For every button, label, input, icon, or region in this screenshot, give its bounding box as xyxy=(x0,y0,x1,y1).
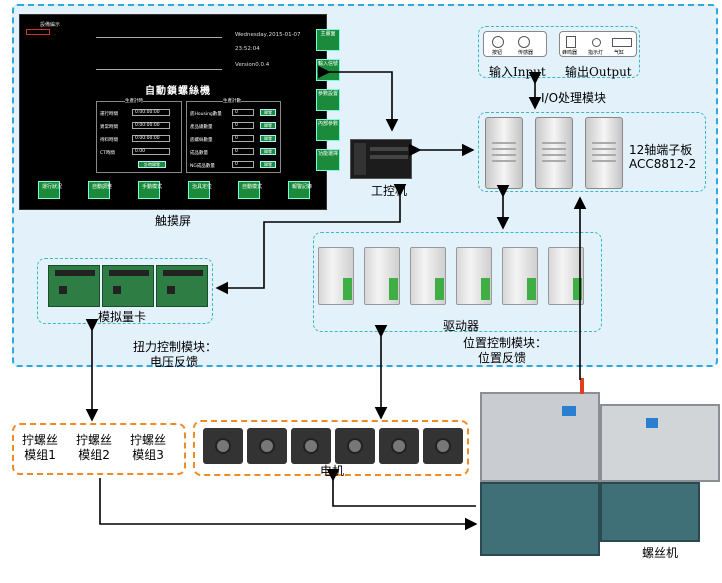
screw-module-3: 拧螺丝 模组3 xyxy=(130,433,167,462)
io-module-label: I/O处理模块 xyxy=(541,91,607,105)
analog-card-label: 模拟量卡 xyxy=(98,310,147,324)
reset-timer-button[interactable]: 計時歸零 xyxy=(138,161,166,168)
bottom-menu-button[interactable] xyxy=(138,181,160,199)
output-item: 气缸 xyxy=(614,50,625,56)
timing-row-label: CT時間 xyxy=(100,151,115,156)
screen-time: 23:52:04 xyxy=(235,46,260,52)
counting-panel-title: 生產計數 xyxy=(223,98,241,104)
board-label-line1: 12轴端子板 xyxy=(629,143,693,157)
timing-row-value: 0:00:00:00 xyxy=(132,109,170,116)
timing-panel-title: 生產計時 xyxy=(125,98,143,104)
input-devices-panel: 按钮 传感器 xyxy=(483,31,547,57)
torque-control-label-2: 电压反馈 xyxy=(150,355,199,369)
side-menu-button[interactable]: 主畫面 xyxy=(316,29,340,51)
timing-row-value: 0.00 xyxy=(132,148,170,155)
torque-control-label-1: 扭力控制模块： xyxy=(133,340,218,354)
count-row-label: NG成品數量 xyxy=(190,164,215,169)
bottom-menu-label: 手動模式 xyxy=(142,184,163,190)
output-item: 指示灯 xyxy=(588,50,604,56)
timing-panel: 生產計時 xyxy=(96,98,182,173)
count-row-value: 0 xyxy=(232,122,254,129)
timing-row-label: 異常時間 xyxy=(100,125,118,130)
terminal-board-box: 12轴端子板 ACC8812-2 xyxy=(478,112,706,192)
arrow-modules-machine xyxy=(99,478,478,531)
analog-card-box xyxy=(37,258,213,324)
input-item: 按钮 xyxy=(492,50,503,56)
count-row-value: 0 xyxy=(232,161,254,168)
input-item: 传感器 xyxy=(518,50,534,56)
reset-count-button[interactable]: 歸零 xyxy=(260,148,276,155)
driver-label: 驱动器 xyxy=(443,319,480,333)
position-control-label-2: 位置反馈 xyxy=(478,351,527,365)
reset-count-button[interactable]: 歸零 xyxy=(260,122,276,129)
timing-row-value: 0:00:00:00 xyxy=(132,122,170,129)
bottom-menu-label: 自動調整 xyxy=(92,184,113,190)
button-icon xyxy=(492,36,504,48)
count-row-label: 產品總數量 xyxy=(190,125,213,130)
timing-row-value: 0:00:00:00 xyxy=(132,135,170,142)
screw-module-2: 拧螺丝 模组2 xyxy=(76,433,113,462)
ipc-computer xyxy=(350,133,412,179)
buzzer-icon xyxy=(566,36,576,48)
bottom-menu-button[interactable] xyxy=(188,181,210,199)
reset-count-button[interactable]: 歸零 xyxy=(260,135,276,142)
bottom-menu-label: 治具定位 xyxy=(192,184,213,190)
arrow-ipc-analog xyxy=(215,183,407,295)
screw-machine-image xyxy=(480,378,720,560)
count-row-value: 0 xyxy=(232,109,254,116)
screen-date: Wednesday,2015-01-07 xyxy=(235,32,301,38)
output-devices-panel: 蜂鸣器 指示灯 气缸 xyxy=(559,31,637,57)
bottom-menu-button[interactable] xyxy=(38,181,60,199)
side-menu-button[interactable]: 功能選擇 xyxy=(316,149,340,171)
board-label-line2: ACC8812-2 xyxy=(629,157,697,171)
count-row-label: 底Housing數量 xyxy=(190,112,222,117)
reset-count-button[interactable]: 歸零 xyxy=(260,161,276,168)
screen-title: 自動鎖螺絲機 xyxy=(145,86,211,97)
screen-version: Version0.0.4 xyxy=(235,62,270,68)
screw-module-1: 拧螺丝 模组1 xyxy=(22,433,59,462)
touchscreen-label: 触摸屏 xyxy=(155,214,192,228)
timing-row-label: 待料時間 xyxy=(100,138,118,143)
cylinder-icon xyxy=(612,38,632,47)
machine-label: 螺丝机 xyxy=(642,546,679,560)
output-item: 蜂鸣器 xyxy=(562,50,578,56)
bottom-menu-button[interactable] xyxy=(88,181,110,199)
counting-panel: 生產計數 xyxy=(186,98,281,173)
divider xyxy=(96,69,222,70)
output-label: 输出Output xyxy=(565,65,632,79)
count-row-label: 成品數量 xyxy=(190,151,208,156)
arrow-screen-ipc xyxy=(317,65,399,132)
screw-modules-box: 拧螺丝 模组1 拧螺丝 模组2 拧螺丝 模组3 xyxy=(12,423,186,475)
count-row-label: 底螺絲數量 xyxy=(190,138,213,143)
divider xyxy=(96,37,222,38)
sensor-icon xyxy=(518,36,530,48)
position-control-label-1: 位置控制模块： xyxy=(463,336,548,350)
timing-row-label: 運行時間 xyxy=(100,112,118,117)
screen-corner-label: 設備編示 xyxy=(40,22,61,28)
count-row-value: 0 xyxy=(232,135,254,142)
status-indicator xyxy=(26,29,50,35)
reset-count-button[interactable]: 歸零 xyxy=(260,109,276,116)
arrow-motors-machine xyxy=(326,468,476,507)
indicator-icon xyxy=(592,38,601,47)
count-row-value: 0 xyxy=(232,148,254,155)
bottom-menu-label: 運行狀況 xyxy=(42,184,63,190)
